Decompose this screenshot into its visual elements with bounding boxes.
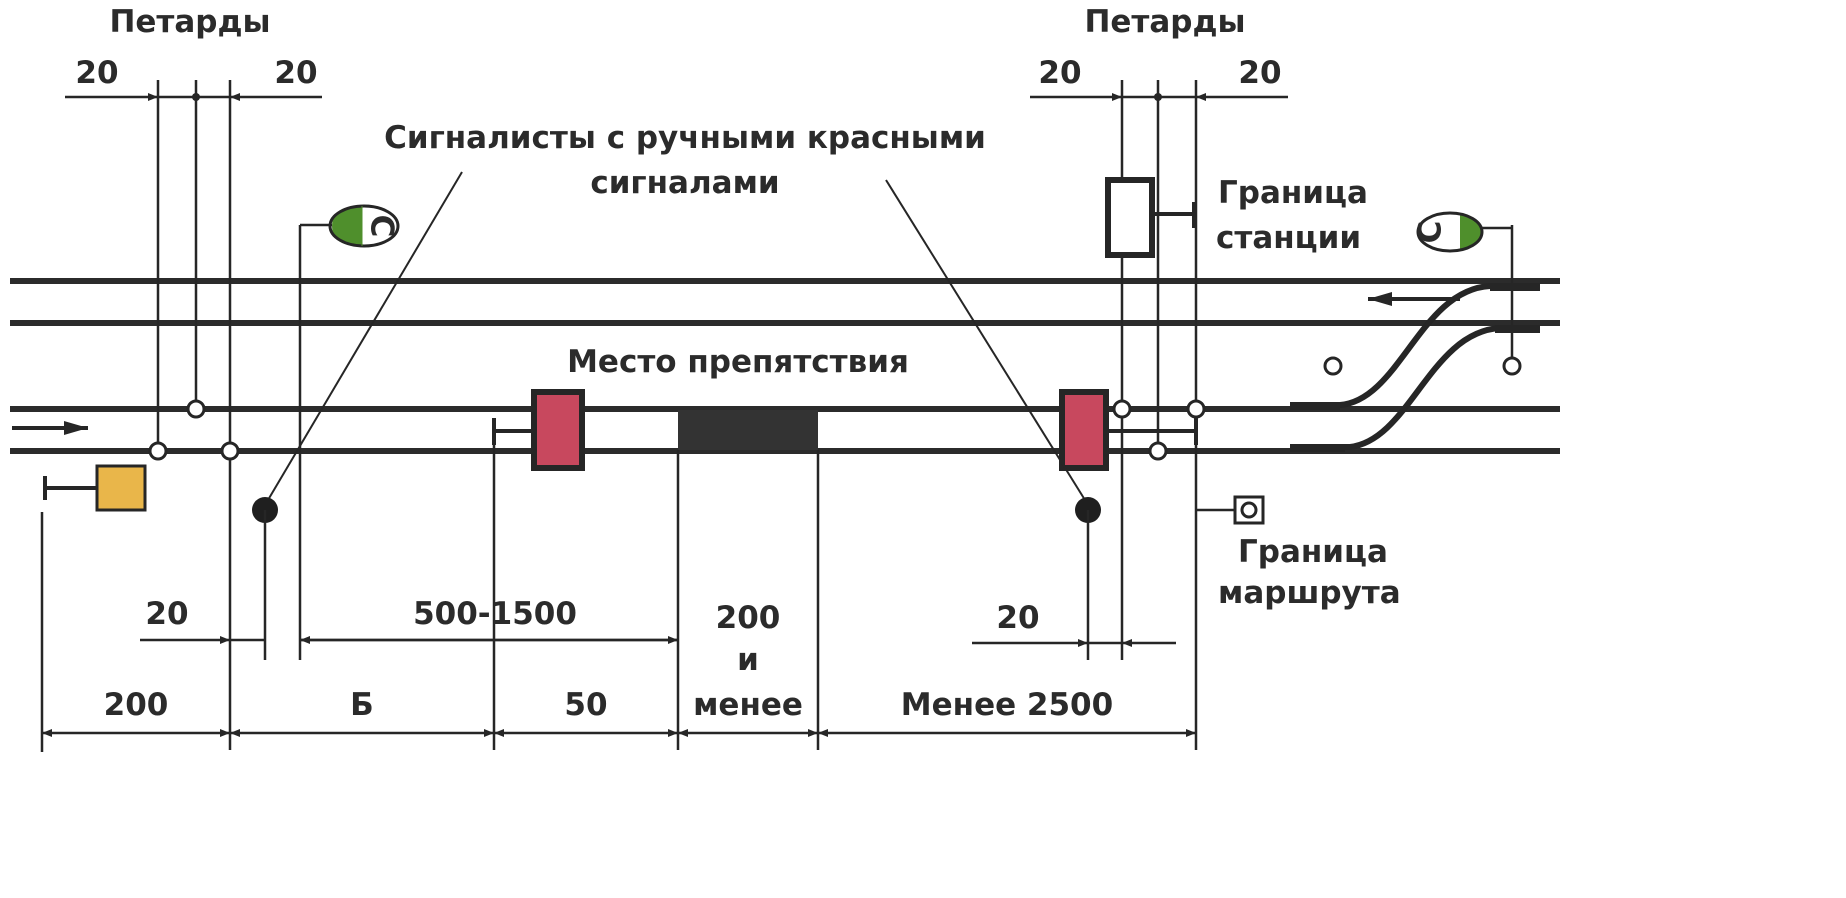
signal-letter: С [1413,221,1449,244]
petard-icon [1112,399,1132,419]
petard-icon [148,441,168,461]
obstacle-block [678,410,818,450]
route-boundary-label: Граница [1238,534,1388,570]
dim-label: менее [693,687,803,723]
signal-letter: С [364,215,400,238]
dim-label: и [737,642,759,678]
dim-label: 500-1500 [413,596,577,632]
route-boundary-label: маршрута [1218,575,1401,611]
signalmen-label: Сигналисты с ручными красными [384,120,986,156]
dim-label: 50 [564,687,607,723]
whistle-sign-left: С [298,204,400,660]
petard-icon [220,441,240,461]
dim-label: 20 [1238,55,1281,91]
dim-label: 20 [996,600,1039,636]
dim-label: Б [350,687,374,723]
petard-icon [1186,399,1206,419]
petards-right-label: Петарды [1084,4,1245,40]
switch-crossover [1290,283,1540,452]
dim-label: 200 [716,600,781,636]
petard-icon [1148,441,1168,461]
dim-label: 20 [145,596,188,632]
dim-label: 20 [75,55,118,91]
petards-left-label: Петарды [109,4,270,40]
station-boundary-sign: Граница станции [1105,175,1368,258]
signalmen: Сигналисты с ручными красными сигналами [252,120,1101,660]
stop-signal-left [492,389,585,750]
petard-icon [186,399,206,419]
middle-dimensions: 20 500-1500 20 [140,596,1176,647]
left-petards: Петарды 20 20 [65,4,322,750]
dim-label: Менее 2500 [901,687,1113,723]
dim-label: 20 [274,55,317,91]
signalmen-label: сигналами [590,165,779,201]
yellow-warning-sign [40,464,147,752]
dim-label: 20 [1038,55,1081,91]
station-boundary-label: Граница [1218,175,1368,211]
obstacle-label: Место препятствия [567,344,909,380]
dim-label: 200 [104,687,169,723]
whistle-sign-right: С [1323,211,1522,376]
right-petards: Петарды 20 20 [1030,4,1288,750]
station-boundary-label: станции [1216,220,1361,256]
route-boundary-sign: Граница маршрута [1196,495,1401,611]
bottom-dimensions: 200 Б 50 200 и менее Менее 2500 [42,600,1196,737]
stop-signal-right [1059,389,1198,471]
